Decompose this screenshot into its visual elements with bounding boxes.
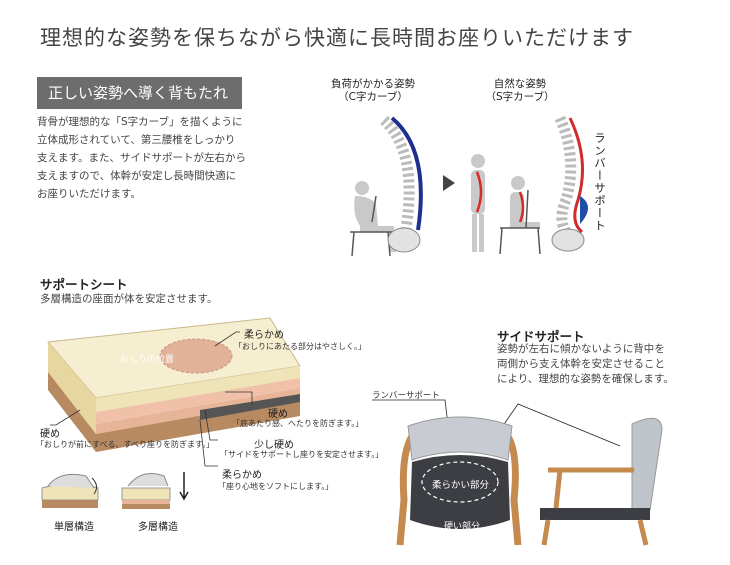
side-support-description: 姿勢が左右に傾かないように背中を 両側から支え体幹を安定させること により、理想…	[497, 342, 674, 387]
multi-layer-illustration	[121, 473, 171, 509]
multi-layer-label: 多層構造	[138, 522, 178, 533]
single-layer-illustration	[41, 473, 99, 508]
layer-top-note: 「おしりにあたる部分はやさしく。」	[234, 342, 366, 351]
good-posture-label-line2: （S字カーブ）	[485, 91, 555, 103]
layer-third-name: 少し硬め	[254, 440, 294, 451]
posture-heading: 正しい姿勢へ導く背もたれ	[37, 77, 242, 109]
spine-c-curve-icon	[380, 115, 423, 253]
layer-second-name: 硬め	[268, 409, 288, 420]
chair-icon	[499, 189, 541, 255]
soft-area	[421, 461, 499, 503]
side-support-description-line: により、理想的な姿勢を確保します。	[497, 373, 674, 385]
layer-bottom-name: 柔らかめ	[222, 470, 262, 481]
hip-position-label: おしりの位置	[120, 355, 175, 365]
hip-area	[159, 338, 233, 374]
single-layer-label: 単層構造	[54, 522, 94, 533]
bad-posture-label-line1: 負荷がかかる姿勢	[331, 78, 415, 90]
spine-s-curve-icon	[551, 115, 588, 252]
support-seat-description: 多層構造の座面が体を安定させます。	[40, 293, 218, 305]
page-title: 理想的な姿勢を保ちながら快適に長時間お座りいただけます	[40, 26, 634, 50]
side-support-description-line: 両側から支え体幹を安定させること	[497, 358, 665, 370]
layer-second-note: 「底あたり感、へたりを防ぎます。」	[232, 419, 364, 428]
arrow-down-icon	[179, 472, 189, 501]
support-seat-heading: サポートシート	[40, 277, 128, 292]
front-edge-name: 硬め	[40, 429, 60, 440]
arrow-right-icon	[443, 175, 455, 191]
side-support-heading: サイドサポート	[497, 329, 585, 344]
posture-description-line: 立体成形されていて、第三腰椎をしっかり	[37, 134, 236, 146]
layer-third-note: 「サイドをサポートし座りを安定させます。」	[220, 450, 384, 459]
good-posture-label-line1: 自然な姿勢	[493, 78, 547, 90]
side-support-description-line: 姿勢が左右に傾かないように背中を	[497, 343, 665, 355]
bad-posture-label: 負荷がかかる姿勢 （C字カーブ）	[318, 78, 428, 104]
standing-figure	[471, 154, 485, 252]
layer-top-name: 柔らかめ	[244, 330, 284, 341]
bad-posture-label-line2: （C字カーブ）	[338, 91, 408, 103]
front-edge-note: 「おしりが前にすべる、すべり座りを防ぎます。」	[36, 440, 215, 449]
good-posture-label: 自然な姿勢 （S字カーブ）	[465, 78, 575, 104]
posture-description: 背骨が理想的な「S字カーブ」を描くように 立体成形されていて、第三腰椎をしっかり…	[37, 113, 252, 203]
posture-description-line: 背骨が理想的な「S字カーブ」を描くように	[37, 116, 243, 128]
chair-front-view	[396, 416, 522, 546]
hard-area-label: 硬い部分	[444, 522, 481, 532]
soft-area-label: 柔らかい部分	[432, 480, 490, 491]
posture-description-line: 支えます。また、サイドサポートが左右から	[37, 152, 246, 164]
lumbar-pad-icon	[580, 196, 588, 224]
chair-side-view	[540, 417, 663, 546]
posture-description-line: 支えますので、体幹が安定し長時間快適に	[37, 170, 237, 182]
lumbar-support-callout: ランバーサポート	[372, 391, 440, 401]
layer-bottom-note: 「座り心地をソフトにします。」	[218, 482, 334, 491]
good-posture-figure	[510, 176, 540, 228]
posture-description-line: お座りいただけます。	[37, 188, 141, 200]
lumbar-support-vertical-label: ランバーサポート	[593, 132, 607, 232]
